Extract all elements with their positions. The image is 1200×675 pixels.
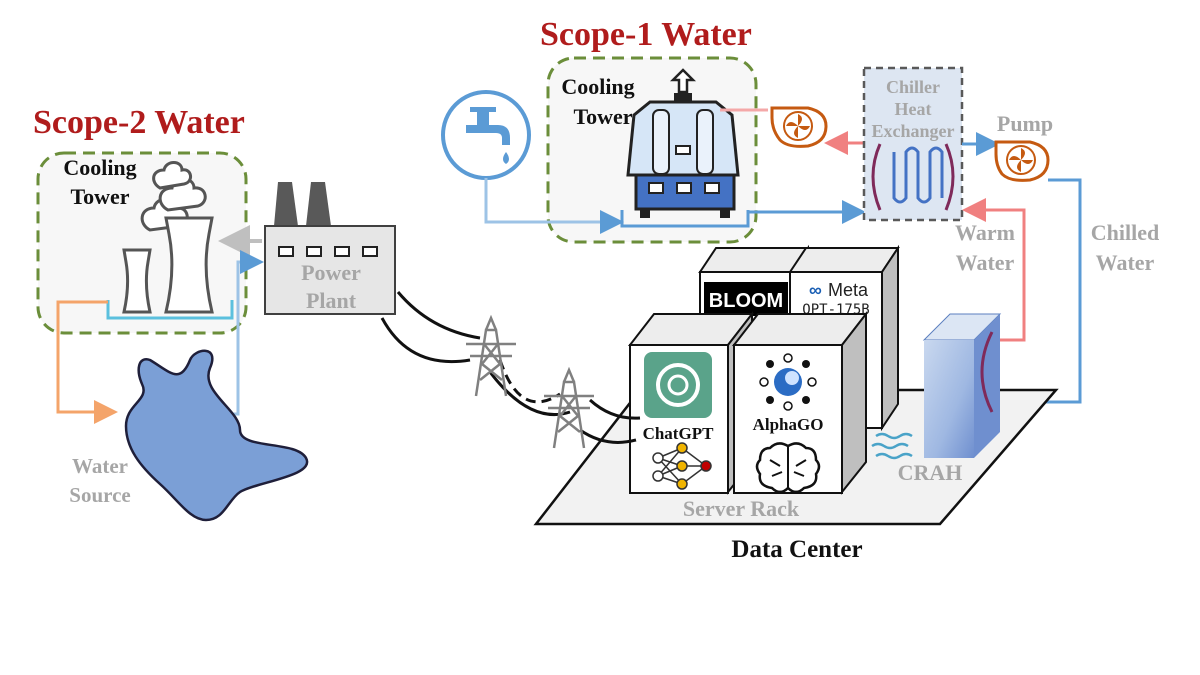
warm-water-label-2: Water — [956, 250, 1015, 275]
chiller-right-bracket — [944, 143, 955, 211]
scope2-tower-label-2: Tower — [70, 184, 129, 209]
chilled-water-label-1: Chilled — [1091, 220, 1159, 245]
heat-exchanger-coil — [892, 146, 944, 204]
water-source-label-2: Source — [69, 483, 130, 507]
chiller-label-2: Heat — [895, 99, 932, 119]
scope1-title: Scope-1 Water — [540, 16, 752, 53]
crah-label: CRAH — [898, 460, 963, 485]
tap-supply-pipe — [484, 178, 624, 234]
power-plant-icon — [264, 182, 396, 315]
transmission-tower-icon-2 — [544, 366, 594, 449]
power-line-2 — [380, 317, 471, 364]
transmission-tower-icon-1 — [466, 314, 516, 397]
chiller-left-bracket — [871, 143, 882, 211]
chilled-water-pipe — [994, 178, 1082, 414]
data-center-label: Data Center — [731, 536, 862, 563]
alphago-logo-icon — [759, 353, 817, 411]
server-rack-label: Server Rack — [683, 496, 800, 521]
alphago-rack — [731, 311, 869, 495]
alphago-label: AlphaGO — [753, 415, 824, 434]
meta-logo-text: Meta — [828, 280, 869, 300]
chiller-label-1: Chiller — [886, 77, 940, 97]
airflow-icon — [871, 432, 913, 460]
scope2-cooling-tower-icon — [106, 161, 234, 320]
power-plant-label-2: Plant — [306, 288, 357, 313]
power-plant-label-1: Power — [301, 260, 361, 285]
chiller-label-3: Exchanger — [872, 121, 955, 141]
pump-label: Pump — [997, 111, 1053, 136]
crah-unit — [922, 313, 1002, 458]
chiller-box — [862, 66, 964, 222]
water-source-label-1: Water — [72, 454, 128, 478]
meta-infinity-icon: ∞ — [809, 280, 822, 300]
source-supply-pipe — [56, 300, 118, 424]
scope1-cooling-tower-icon — [626, 68, 740, 218]
power-line-6 — [579, 428, 637, 444]
tower-pump-icon — [770, 106, 828, 148]
warm-water-pipe — [962, 198, 1026, 342]
neural-network-icon — [652, 442, 712, 490]
warm-water-label-1: Warm — [955, 220, 1015, 245]
scope2-title: Scope-2 Water — [33, 104, 245, 141]
water-source-icon — [124, 349, 309, 522]
power-line-5 — [588, 398, 641, 420]
scope2-tower-label-1: Cooling — [63, 155, 136, 180]
scope1-basin — [620, 210, 750, 228]
power-line-1 — [396, 291, 481, 340]
scope1-tower-label-2: Tower — [573, 104, 632, 129]
brain-icon — [755, 442, 821, 494]
water-tap-icon — [441, 90, 531, 180]
scope1-tower-label-1: Cooling — [561, 74, 634, 99]
chilled-water-label-2: Water — [1096, 250, 1155, 275]
chatgpt-label: ChatGPT — [643, 424, 715, 443]
bloom-logo-text: BLOOM — [709, 290, 783, 312]
pump-icon — [994, 140, 1050, 182]
